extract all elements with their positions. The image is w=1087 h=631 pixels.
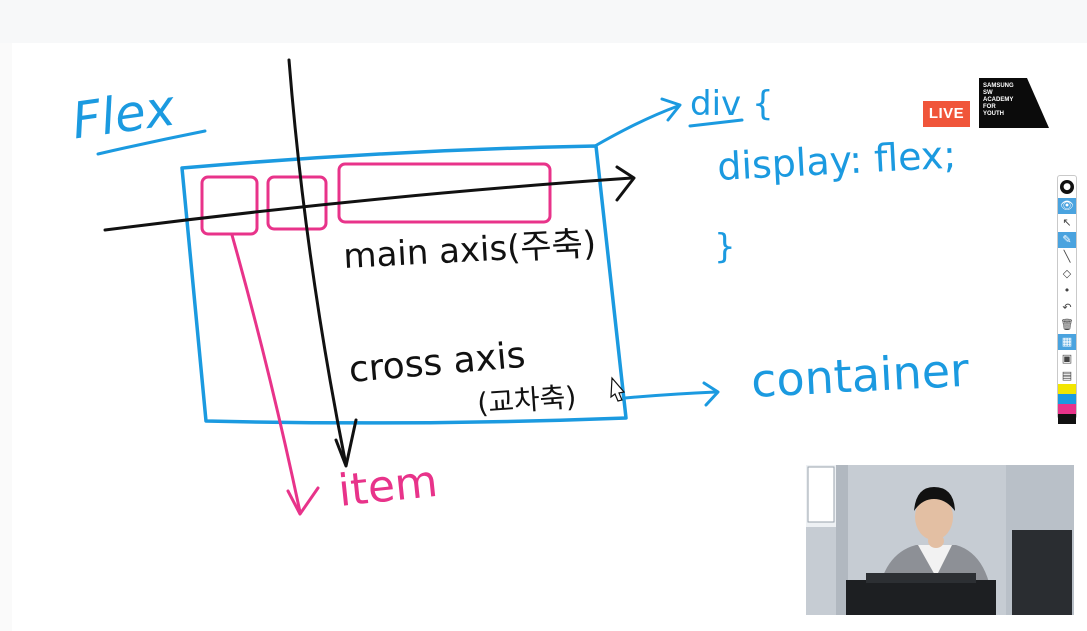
- item-box-1: [200, 175, 259, 236]
- item-arrowhead: [286, 486, 320, 516]
- container-label: container: [750, 343, 971, 408]
- main-axis-arrowhead: [615, 165, 636, 202]
- trash-icon[interactable]: 🗑: [1060, 318, 1074, 331]
- logo-line: SW: [983, 90, 993, 96]
- div-arrow: [593, 104, 680, 148]
- code-close: }: [714, 227, 736, 267]
- code-selector: div {: [690, 84, 774, 124]
- live-badge: LIVE: [923, 101, 970, 127]
- div-arrowhead: [660, 97, 682, 122]
- presenter-video: [806, 465, 1074, 615]
- capture-icon[interactable]: ▣: [1061, 352, 1073, 365]
- color-swatch-black[interactable]: [1058, 414, 1076, 424]
- eye-icon[interactable]: 👁: [1058, 198, 1076, 214]
- drawing-toolbar: ● 👁 ↖ ✎ ╲ ◇ • ↶ 🗑 ▦ ▣ ▤: [1057, 175, 1077, 424]
- line-icon[interactable]: ╲: [1063, 250, 1071, 263]
- item-label: item: [336, 456, 440, 517]
- pen-icon[interactable]: ✎: [1058, 232, 1076, 248]
- color-swatch-blue[interactable]: [1058, 394, 1076, 404]
- flex-title: Flex: [68, 79, 178, 151]
- samsung-academy-logo: SAMSUNG SW ACADEMY FOR YOUTH: [979, 78, 1049, 128]
- code-property: display: flex;: [716, 133, 957, 189]
- logo-line: YOUTH: [983, 111, 1004, 117]
- top-strip: [0, 0, 1087, 43]
- color-swatch-yellow[interactable]: [1058, 384, 1076, 394]
- eraser-icon[interactable]: ◇: [1062, 267, 1072, 280]
- cross-axis-arrowhead: [334, 418, 358, 468]
- lamp-icon[interactable]: ●: [1058, 177, 1076, 197]
- item-arrow: [230, 233, 302, 514]
- container-arrowhead: [702, 381, 720, 407]
- cross-axis-label: cross axis: [347, 335, 527, 391]
- cursor-icon[interactable]: ↖: [1062, 216, 1072, 229]
- logo-line: FOR: [983, 104, 996, 110]
- grid-icon[interactable]: ▦: [1058, 334, 1076, 350]
- logo-line: ACADEMY: [983, 97, 1014, 103]
- pen-cursor-icon: [610, 376, 626, 402]
- dot-icon[interactable]: •: [1063, 284, 1071, 297]
- logo-line: SAMSUNG: [983, 83, 1014, 89]
- cross-axis-arrow: [287, 58, 348, 467]
- item-box-2: [266, 175, 328, 231]
- undo-icon[interactable]: ↶: [1062, 301, 1072, 314]
- clipboard-icon[interactable]: ▤: [1061, 369, 1073, 382]
- main-axis-arrow: [103, 176, 634, 232]
- color-swatch-pink[interactable]: [1058, 404, 1076, 414]
- webcam-feed: [806, 465, 1074, 615]
- cross-axis-sublabel: (교차축): [476, 380, 577, 420]
- container-box: [180, 144, 628, 425]
- flex-underline: [96, 129, 207, 156]
- left-strip: [0, 43, 12, 631]
- item-box-3: [337, 162, 552, 224]
- main-axis-label: main axis(주축): [342, 224, 597, 277]
- div-underline: [688, 118, 744, 128]
- container-arrow: [623, 390, 718, 400]
